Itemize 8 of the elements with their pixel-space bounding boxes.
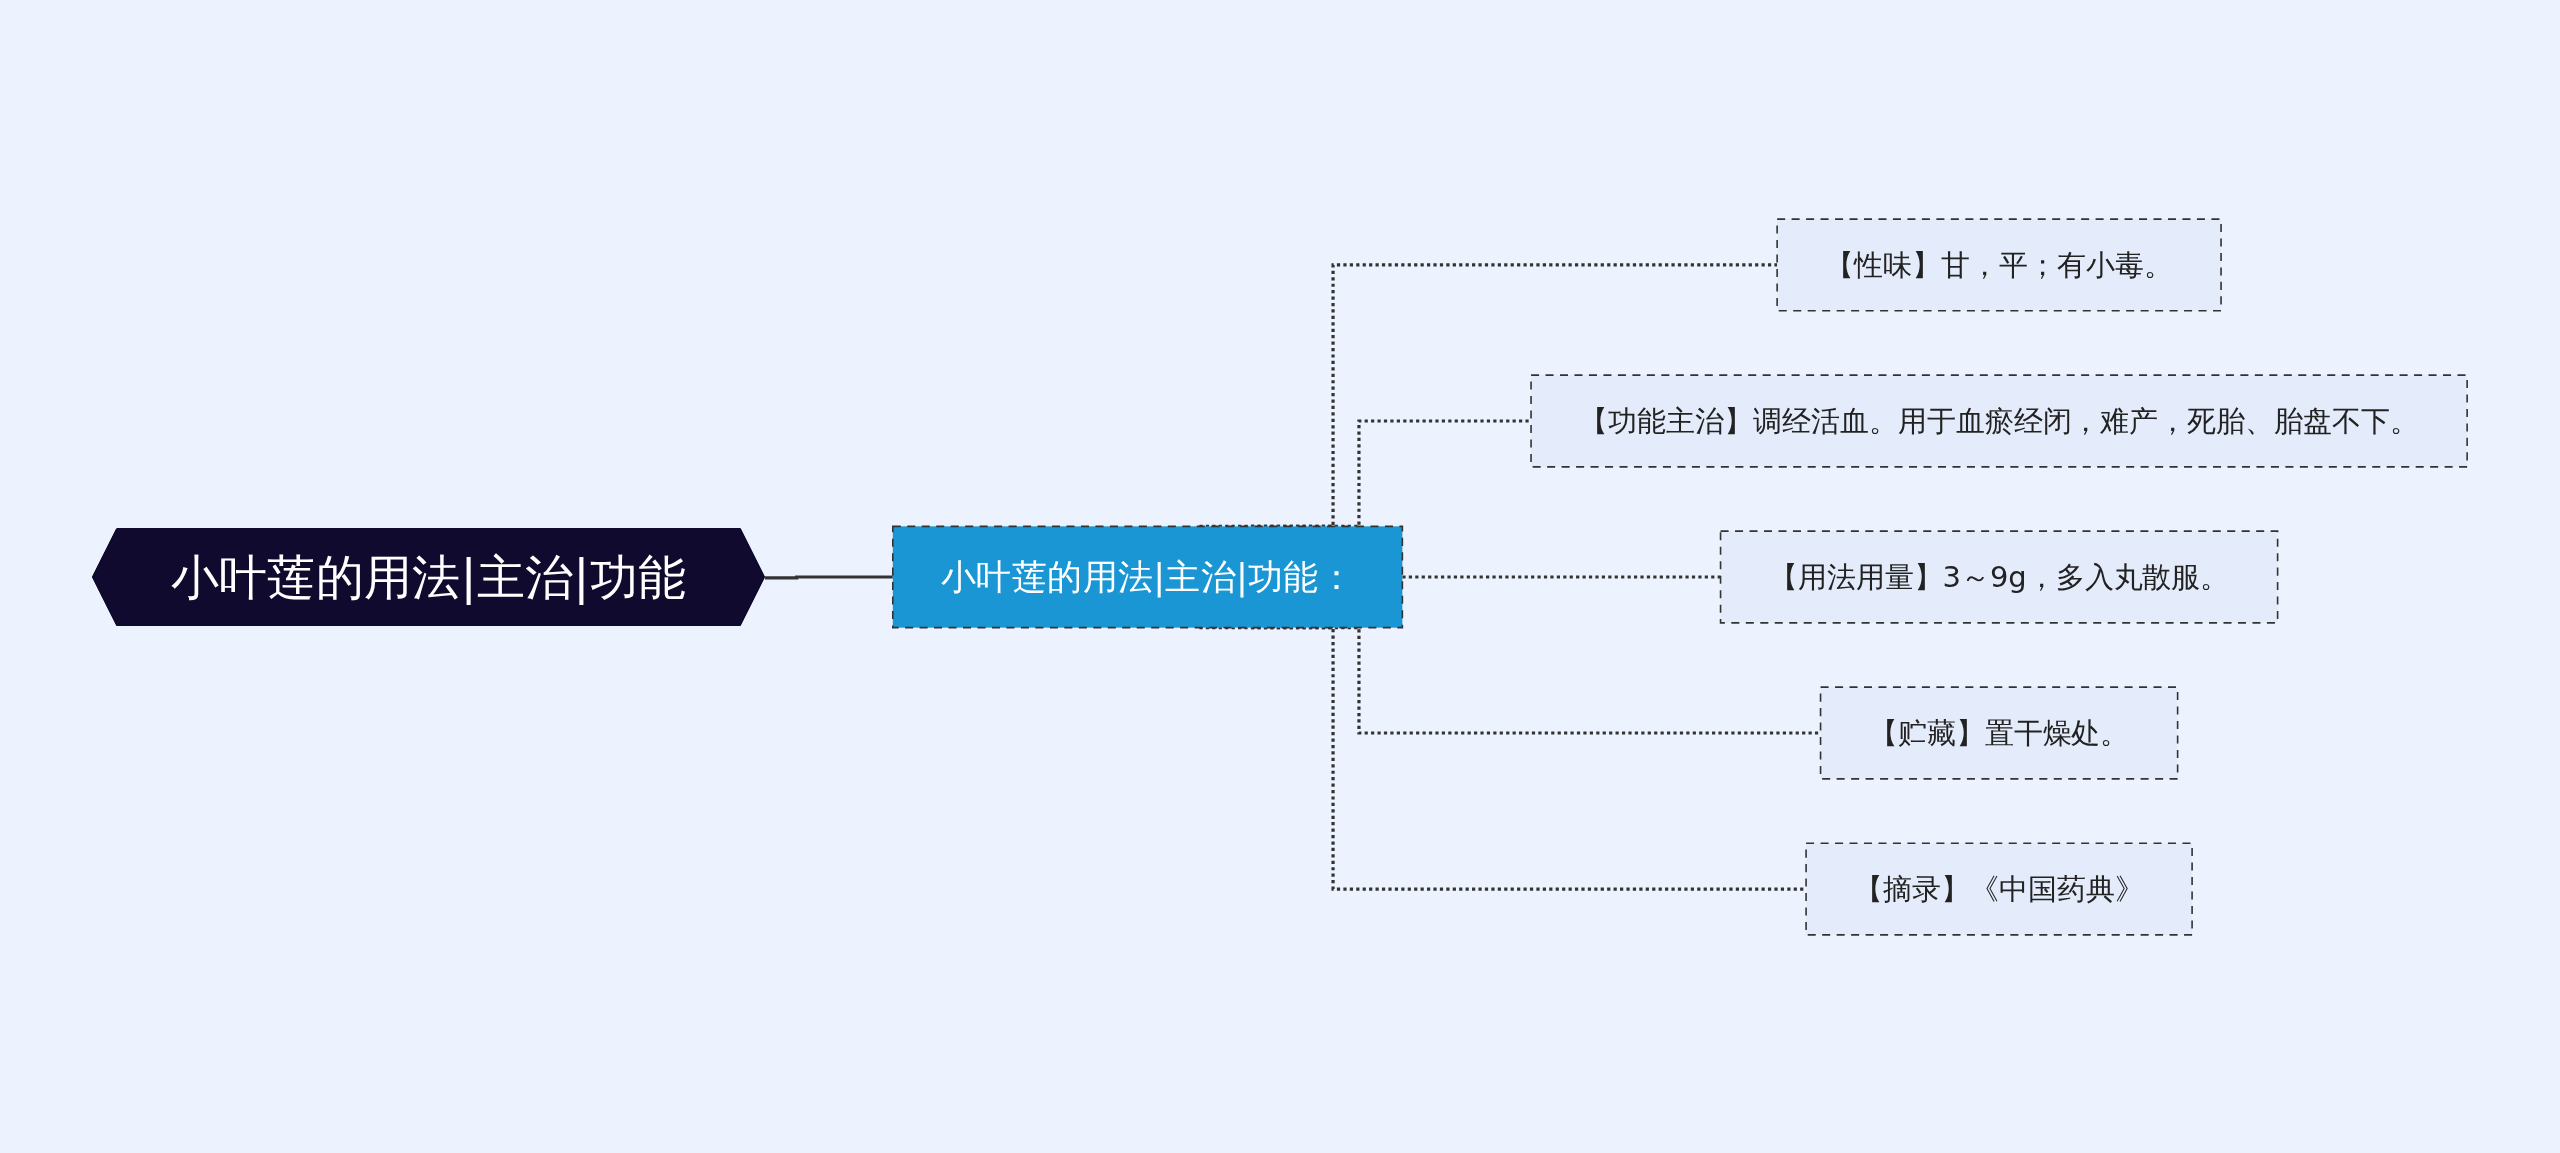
connector	[764, 574, 893, 579]
connector	[1402, 574, 1721, 579]
node-box: 小叶莲的用法|主治|功能：	[892, 525, 1404, 628]
node-box: 【性味】甘，平；有小毒。	[1776, 217, 2222, 312]
node-box: 【摘录】《中国药典》	[1805, 841, 2193, 936]
node-box: 【贮藏】置干燥处。	[1819, 685, 2179, 780]
node-box: 【功能主治】调经活血。用于血瘀经闭，难产，死胎、胎盘不下。	[1530, 373, 2468, 468]
node-box: 【用法用量】3～9g，多入丸散服。	[1719, 529, 2279, 624]
